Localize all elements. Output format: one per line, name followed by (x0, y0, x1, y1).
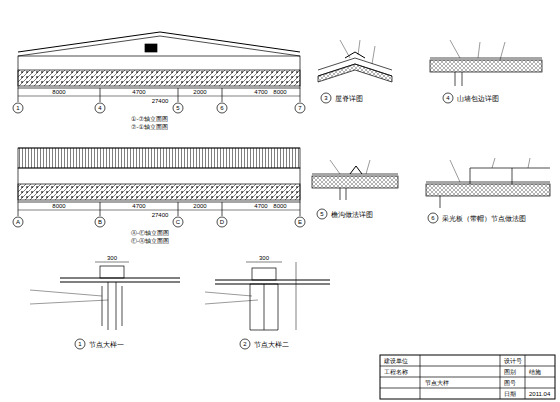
drawing-label: 4700 (253, 89, 268, 95)
drawing-label: 300 (106, 255, 118, 261)
drawing-label: 6 (430, 215, 435, 221)
drawing-label: 2 (242, 341, 247, 347)
drawing-label: 5 (319, 211, 324, 217)
drawing-label: 2011.04 (528, 391, 551, 397)
drawing-label: 结施 (528, 369, 542, 375)
drawing-label: ⑦-①轴立面图 (130, 124, 169, 130)
drawing-label: 2000 (192, 203, 207, 209)
drawing-label: Ⓐ-Ⓔ轴立面图 (130, 230, 170, 236)
drawing-label: 图号 (503, 380, 517, 386)
drawing-label: 1 (77, 341, 82, 347)
drawing-label: 8000 (51, 203, 66, 209)
drawing-label: 1 (15, 105, 20, 111)
drawing-label: 山墙包边详图 (456, 95, 500, 102)
drawing-label: 檐沟做法详图 (330, 211, 374, 218)
drawing-label: 4 (445, 95, 450, 101)
drawing-label: 27400 (151, 212, 170, 218)
drawing-label: 日期 (503, 391, 517, 397)
drawing-label: 4700 (131, 203, 146, 209)
drawing-label: 采光板（带帽）节点做法图 (441, 215, 527, 222)
drawing-label: 设计号 (503, 358, 523, 364)
drawing-label: Ⓔ-Ⓐ轴立面图 (130, 238, 170, 244)
drawing-label: 节点大样 (424, 380, 450, 386)
drawing-label: 8000 (272, 203, 287, 209)
drawing-label: 节点大样一 (88, 341, 125, 348)
drawing-label: 8000 (51, 89, 66, 95)
drawing-label: D (219, 219, 225, 225)
drawing-label: 4700 (253, 203, 268, 209)
drawing-label: 节点大样二 (253, 341, 290, 348)
drawing-label: A (15, 219, 21, 225)
drawing-label: 300 (258, 255, 270, 261)
drawing-label: 5 (175, 105, 180, 111)
drawing-label: 屋脊详图 (334, 95, 364, 102)
drawing-label: 4 (97, 105, 102, 111)
drawing-label: 6 (219, 105, 224, 111)
drawing-label: 7 (297, 105, 302, 111)
drawing-label: E (297, 219, 303, 225)
drawing-label: 27400 (151, 98, 170, 104)
drawing-label: 建设单位 (383, 358, 409, 364)
drawing-label: 4700 (131, 89, 146, 95)
drawing-label: 图别 (503, 369, 517, 375)
drawing-label: C (175, 219, 181, 225)
drawing-label: 2000 (192, 89, 207, 95)
drawing-label: 8000 (272, 89, 287, 95)
drawing-label: B (97, 219, 103, 225)
drawing-label: ①-⑦轴立面图 (130, 116, 169, 122)
drawing-label: 工程名称 (383, 369, 409, 375)
drawing-label: 3 (323, 95, 328, 101)
